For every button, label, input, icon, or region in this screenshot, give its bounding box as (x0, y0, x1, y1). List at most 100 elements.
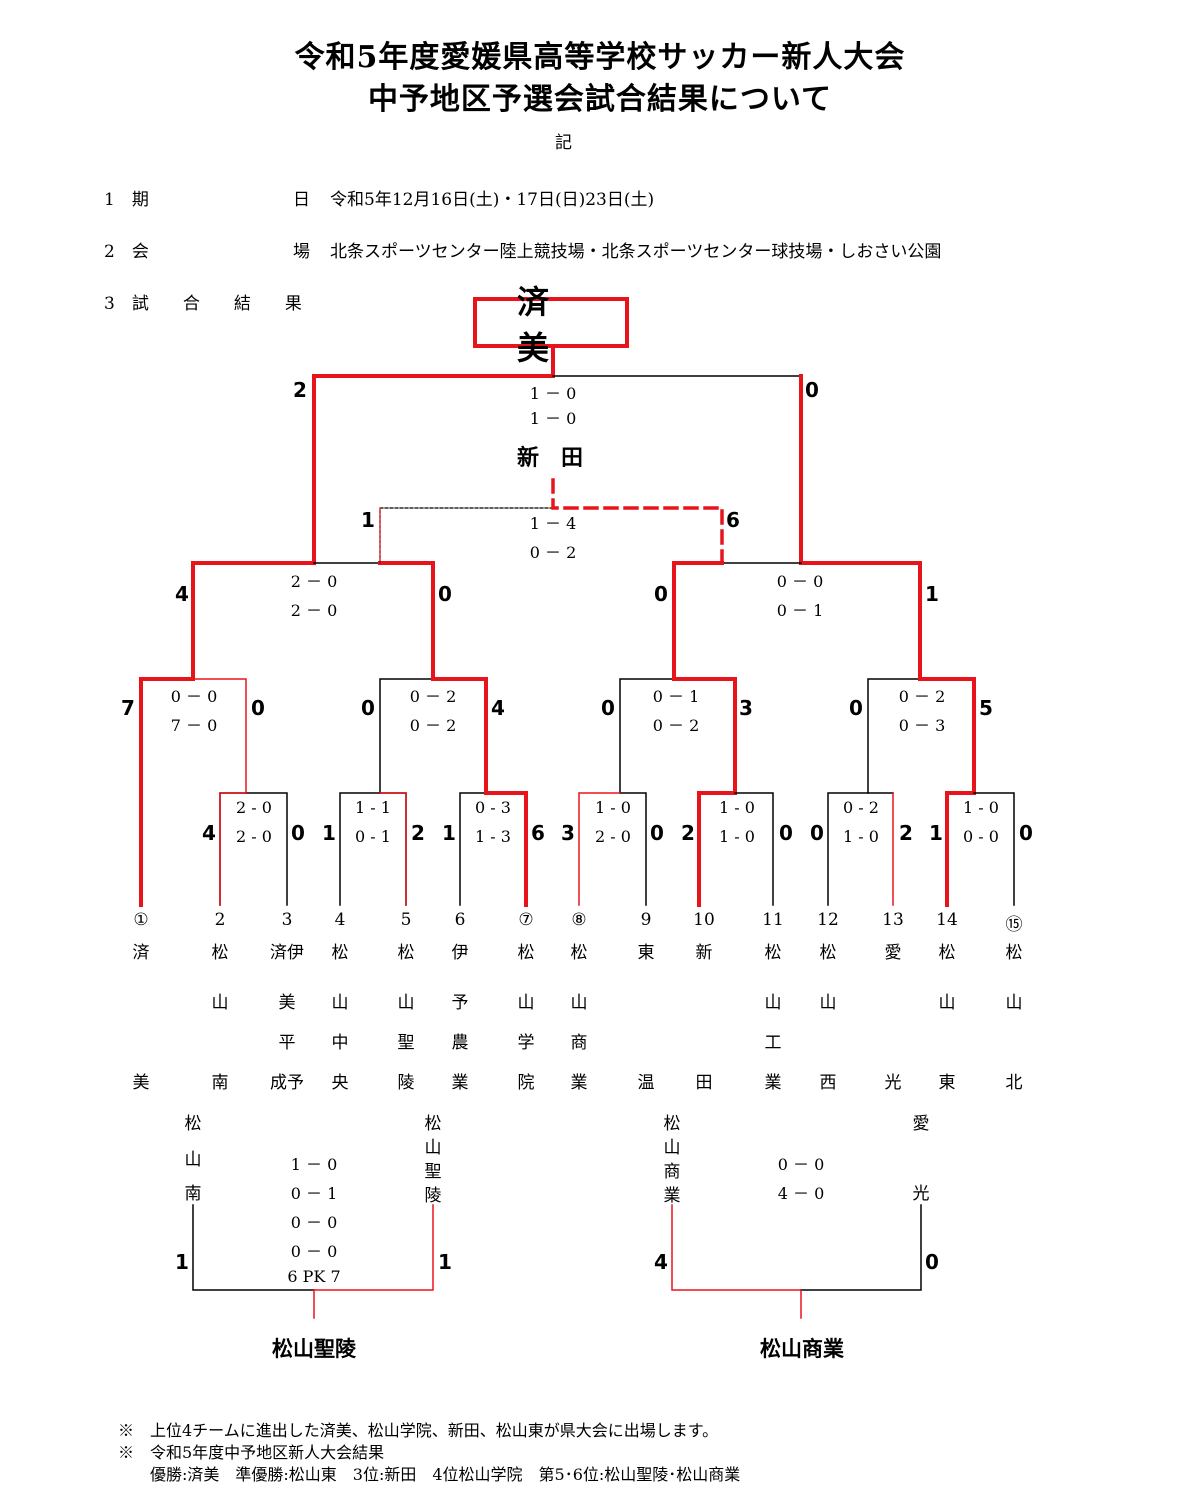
r1-7-right-score: 0 (1019, 821, 1033, 845)
team-name-char: 業 (451, 1073, 469, 1093)
r1-1-half-1: 2 - 0 (236, 798, 272, 817)
r1-4-half-1: 1 - 0 (595, 798, 631, 817)
r1-2-red (379, 792, 407, 906)
pm1-pk: 6 PK 7 (287, 1267, 341, 1286)
pm1-right-team: 松 山 聖 陵 (424, 1114, 442, 1206)
team-name-char: 平 (278, 1033, 296, 1053)
notes: ※ 上位4チームに進出した済美、松山学院、新田、松山東が県大会に出場します。 ※… (118, 1420, 740, 1486)
qf-1-half-1: 0 － 0 (170, 687, 218, 706)
team-number: 5 (400, 910, 412, 930)
qf-4-half-1: 0 － 2 (898, 687, 946, 706)
semi-1-right-score: 0 (438, 582, 452, 606)
r1-7 (973, 792, 1015, 906)
team-number: 13 (882, 910, 904, 930)
pm2-left-team: 松 山 商 業 (663, 1114, 681, 1206)
r1-2-left-score: 1 (322, 821, 336, 845)
team-name-char: 山 (397, 993, 415, 1013)
team-name-char: 美 (132, 1073, 150, 1093)
team-number: 14 (936, 910, 958, 930)
info-item-1-mid: 日 (293, 190, 310, 210)
pm1-half-1: 1 － 0 (290, 1155, 338, 1174)
r1-6-left-score: 0 (810, 821, 824, 845)
team-number: 2 (214, 910, 226, 930)
qf-2-half-1: 0 － 2 (409, 687, 457, 706)
r1-3-right-score: 6 (531, 821, 545, 845)
team-number: 12 (817, 910, 839, 930)
r1-5-red (697, 791, 737, 907)
team-name-char: 松 (331, 943, 349, 963)
team-name-char: 西 (819, 1073, 837, 1093)
r1-3-red (484, 791, 528, 907)
note-line-2: ※ 令和5年度中予地区新人大会結果 (118, 1443, 385, 1462)
team-name-char: 田 (695, 1073, 713, 1093)
pm1-left-score: 1 (175, 1250, 189, 1274)
team-name-char: 松 (570, 943, 588, 963)
r1-5-left-score: 2 (681, 821, 695, 845)
pm1-ext-2: 0 － 0 (290, 1242, 338, 1261)
pm1-half-2: 0 － 1 (290, 1184, 338, 1203)
team-name-char: 松 (819, 943, 837, 963)
pm2-left-score: 4 (654, 1250, 668, 1274)
pm2-winner: 松山商業 (760, 1336, 844, 1361)
pm1-right (313, 1204, 434, 1291)
team-name-char: 山 (764, 993, 782, 1013)
third-place-winner: 新 田 (516, 445, 583, 471)
info-item-2-label: 2 会 (104, 242, 149, 262)
info-venue: 北条スポーツセンター陸上競技場・北条スポーツセンター球技場・しおさい公園 (330, 242, 942, 262)
pm1-right-score: 1 (438, 1250, 452, 1274)
qf2-left (379, 678, 434, 794)
r1-4-red (578, 792, 621, 906)
final-left-score: 2 (293, 378, 307, 402)
team-name-char: 農 (451, 1033, 469, 1053)
title-line-2: 中予地区予選会試合結果について (367, 82, 833, 117)
info-item-3-label: 3 試合結果 (104, 294, 302, 314)
pm1-ext-1: 0 － 0 (290, 1213, 338, 1232)
team-name-char: 予 (451, 993, 469, 1013)
qf-1-right-score: 0 (251, 696, 265, 720)
pm2-half-2: 4 － 0 (777, 1184, 825, 1203)
r1-1-half-2: 2 - 0 (236, 827, 272, 846)
r1-6 (827, 792, 894, 906)
r1-3-left-score: 1 (442, 821, 456, 845)
team-name-char: 山 (819, 993, 837, 1013)
r1-6-half-2: 1 - 0 (843, 827, 879, 846)
r1-7-red (945, 791, 976, 907)
semi-1-half-1: 2 － 0 (290, 572, 338, 591)
team-name-char: 工 (764, 1033, 782, 1053)
r1-6-right-score: 2 (899, 821, 913, 845)
team-number: 11 (762, 910, 784, 930)
team-name-char: 商 (570, 1033, 588, 1053)
pm2-right (800, 1204, 922, 1291)
team-name-char: 愛 (884, 943, 902, 963)
team-name-char: 南 (211, 1073, 229, 1093)
team-name-char: 山 (517, 993, 535, 1013)
note-line-3: 優勝:済美 準優勝:松山東 3位:新田 4位松山学院 第5･6位:松山聖陵･松山… (118, 1465, 741, 1484)
team-number: 4 (334, 910, 346, 930)
qf2-winner (431, 677, 488, 795)
semi-2-left-score: 0 (654, 582, 668, 606)
pm2-right-score: 0 (925, 1250, 939, 1274)
r1-1-right-score: 0 (291, 821, 305, 845)
qf-2-left-score: 0 (361, 696, 375, 720)
team-name-char: 山 (211, 993, 229, 1013)
final-winner-line (312, 348, 555, 565)
qf3-winner (672, 677, 737, 795)
final-right-score: 0 (805, 378, 819, 402)
r1-6-half-1: 0 - 2 (843, 798, 879, 817)
r1-3-half-2: 1 - 3 (475, 827, 511, 846)
r1-1-left-score: 4 (202, 821, 216, 845)
pm2-half-1: 0 － 0 (777, 1155, 825, 1174)
qf4-left (867, 678, 921, 794)
